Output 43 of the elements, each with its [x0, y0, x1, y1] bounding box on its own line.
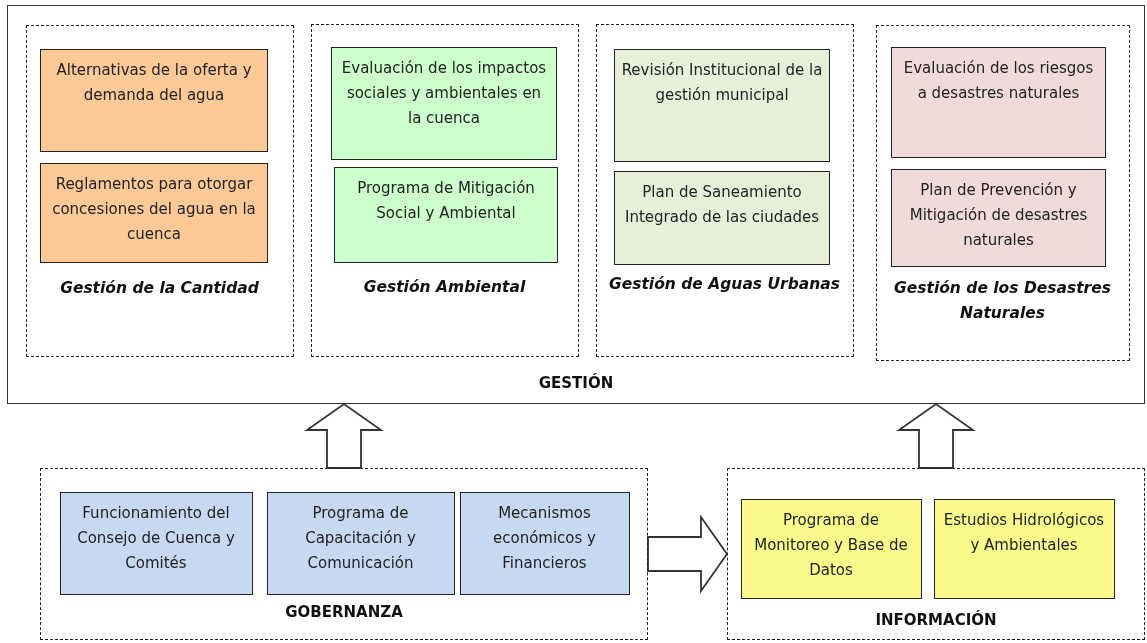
group-box — [595, 23, 854, 357]
process-box — [459, 491, 630, 595]
section-frame — [7, 5, 1145, 404]
group-title: Gestión Ambiental — [362, 276, 527, 298]
group-box — [40, 468, 648, 640]
process-box — [334, 167, 558, 263]
box-text: Revisión Institucional de la gestión municipal — [621, 60, 823, 106]
process-box — [891, 169, 1106, 267]
block-arrow — [647, 514, 729, 594]
group-title: Gestión de Aguas Urbanas — [608, 273, 841, 295]
process-box — [891, 47, 1106, 158]
group-title: Gestión de los Desastres Naturales — [893, 277, 1112, 324]
group-box — [25, 24, 294, 357]
block-arrow — [896, 402, 976, 469]
process-box — [614, 171, 830, 265]
process-box — [933, 498, 1115, 599]
box-text: Evaluación de los impactos sociales y ambientales en la cuenca — [340, 58, 548, 129]
block-arrow — [304, 402, 384, 469]
group-box — [310, 23, 579, 357]
box-text: Mecanismos económicos y Financieros — [492, 502, 597, 574]
group-box — [727, 468, 1145, 640]
section-title: INFORMACIÓN — [874, 611, 998, 629]
process-box — [40, 49, 268, 152]
process-box — [740, 498, 922, 599]
section-title: GOBERNANZA — [284, 603, 404, 621]
group-title: Gestión de la Cantidad — [59, 277, 260, 299]
process-box — [59, 491, 253, 595]
box-text: Plan de Saneamiento Integrado de las ciudades — [623, 182, 821, 228]
process-box — [331, 47, 557, 160]
box-text: Programa de Capacitación y Comunicación — [304, 502, 417, 574]
process-box — [614, 49, 830, 162]
box-text: Estudios Hidrológicos y Ambientales — [942, 509, 1106, 556]
section-title: GESTIÓN — [537, 374, 615, 392]
box-text: Plan de Prevención y Mitigación de desastres naturales — [908, 180, 1089, 251]
box-text: Reglamentos para otorgar concesiones del agua en la cuenca — [51, 174, 257, 245]
group-box — [875, 24, 1130, 361]
box-text: Evaluación de los riesgos a desastres naturales — [902, 58, 1095, 104]
box-text: Alternativas de la oferta y demanda del agua — [55, 60, 253, 106]
process-box — [40, 163, 268, 263]
box-text: Programa de Mitigación Social y Ambiental — [356, 178, 536, 224]
box-text: Funcionamiento del Consejo de Cuenca y Comités — [76, 502, 236, 574]
box-text: Programa de Monitoreo y Base de Datos — [753, 509, 909, 581]
process-box — [266, 491, 455, 595]
